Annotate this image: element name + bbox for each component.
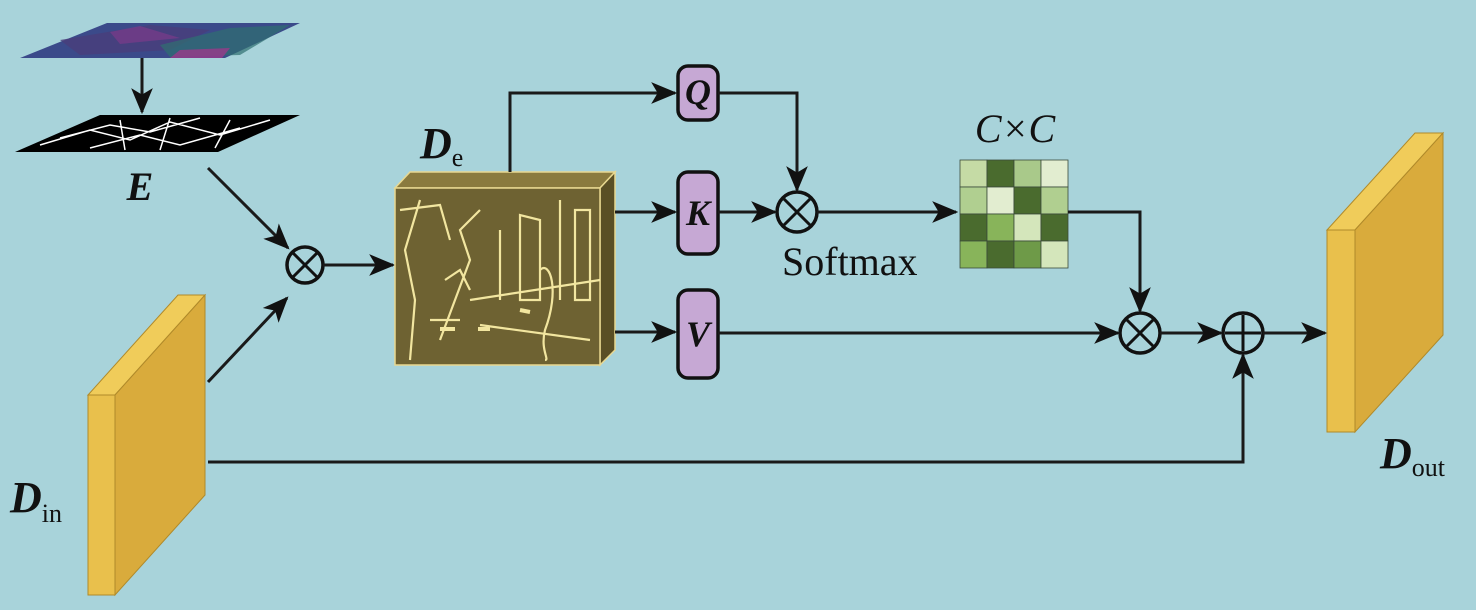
segmentation-map-plane [20, 23, 300, 58]
attention-matrix-cell [1040, 186, 1069, 215]
edge-feature-label: De [419, 119, 463, 172]
value-box: V [676, 288, 720, 380]
attention-matrix-cell [986, 240, 1015, 269]
svg-text:V: V [686, 314, 713, 354]
attention-matrix-cell [986, 186, 1015, 215]
multiply-operator-3 [1118, 311, 1162, 355]
attention-matrix-cell [959, 213, 988, 242]
attention-matrix-cell [959, 186, 988, 215]
attention-matrix-cell [1013, 159, 1042, 188]
output-feature-block [1325, 131, 1445, 434]
arrow-query-to-multiply [718, 91, 808, 193]
attention-matrix [959, 159, 1069, 269]
key-box: K [676, 170, 720, 256]
attention-matrix-cell [1013, 186, 1042, 215]
edge-feature-block [393, 170, 617, 367]
query-box: Q [676, 64, 720, 122]
svg-text:K: K [685, 193, 713, 233]
attention-matrix-cell [986, 159, 1015, 188]
residual-connection [208, 352, 1254, 464]
multiply-operator-1 [285, 245, 325, 285]
arrow-input-to-multiply [206, 296, 289, 384]
input-feature-label: Din [9, 473, 62, 528]
attention-matrix-cell [959, 240, 988, 269]
arrow-edge-to-multiply [206, 166, 290, 250]
arrow-matrix-to-multiply [1068, 210, 1151, 314]
attention-matrix-cell [1040, 240, 1069, 269]
softmax-label: Softmax [782, 239, 918, 284]
svg-text:Q: Q [685, 72, 711, 112]
edge-map-plane [15, 115, 300, 152]
output-feature-label: Dout [1379, 429, 1446, 482]
attention-matrix-cell [1040, 159, 1069, 188]
attention-matrix-cell [1013, 240, 1042, 269]
attention-matrix-cell [959, 159, 988, 188]
add-operator [1221, 311, 1265, 355]
edge-map-label: E [126, 164, 154, 209]
attention-matrix-cell [1013, 213, 1042, 242]
attention-matrix-cell [1040, 213, 1069, 242]
input-feature-block [86, 293, 207, 597]
multiply-operator-2 [775, 190, 819, 234]
attention-size-label: C×C [975, 106, 1057, 151]
arrow-to-query [508, 82, 678, 172]
attention-matrix-cell [986, 213, 1015, 242]
